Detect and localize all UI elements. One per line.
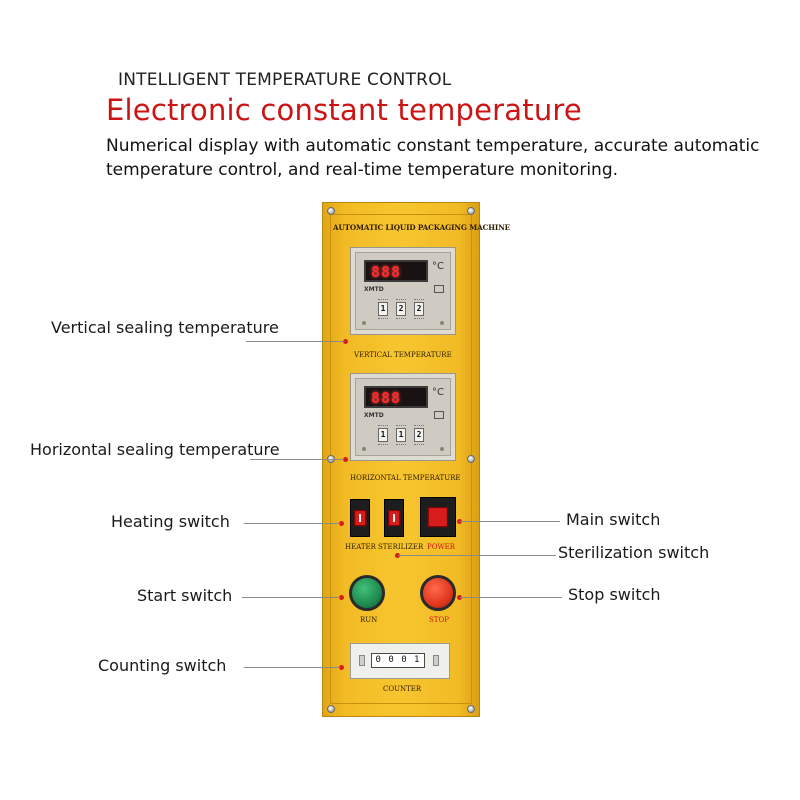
control-panel: AUTOMATIC LIQUID PACKAGING MACHINE 888 °… [322, 202, 511, 717]
callout-dot [457, 519, 462, 524]
callout-horizontal-sealing-temperature: Horizontal sealing temperature [30, 440, 280, 459]
controller-brand: XMTD [364, 412, 384, 419]
leader-line [250, 459, 344, 460]
screw-icon [467, 207, 475, 215]
setpoint-dial[interactable]: 2 [414, 428, 424, 442]
header-kicker: INTELLIGENT TEMPERATURE CONTROL [118, 70, 452, 90]
callout-heating-switch: Heating switch [111, 512, 230, 531]
led-readout: 888 [371, 389, 402, 407]
sterilizer-label: STERILIZER [378, 543, 424, 551]
controller-face: 888 °C XMTD 1 1 2 [355, 378, 451, 456]
stop-label: STOP [429, 616, 449, 624]
led-display: 888 [364, 260, 428, 282]
vertical-temperature-label: VERTICAL TEMPERATURE [354, 351, 452, 359]
callout-dot [395, 553, 400, 558]
callout-dot [343, 339, 348, 344]
counter[interactable]: 0 0 0 1 [350, 643, 450, 679]
header-title: Electronic constant temperature [106, 93, 582, 127]
vertical-temperature-controller[interactable]: 888 °C XMTD 1 2 2 [350, 247, 456, 335]
leader-line [398, 555, 556, 556]
leader-line [242, 597, 340, 598]
led-readout: 888 [371, 263, 402, 281]
screw-icon [467, 705, 475, 713]
switch-lamp-icon [427, 507, 449, 527]
sterilizer-switch[interactable] [384, 499, 404, 537]
callout-dot [343, 457, 348, 462]
brand-logo-icon [434, 411, 444, 419]
leader-line [460, 597, 562, 598]
indicator-icon [440, 321, 444, 325]
horizontal-temperature-controller[interactable]: 888 °C XMTD 1 1 2 [350, 373, 456, 461]
setpoint-dial[interactable]: 1 [396, 428, 406, 442]
leader-line [246, 341, 344, 342]
run-label: RUN [360, 616, 378, 624]
stop-button[interactable] [420, 575, 456, 611]
setpoint-dials[interactable]: 1 2 2 [374, 299, 432, 321]
leader-line [460, 521, 560, 522]
setpoint-dial[interactable]: 1 [378, 428, 388, 442]
led-display: 888 [364, 386, 428, 408]
setpoint-dial[interactable]: 2 [396, 302, 406, 316]
power-switch[interactable] [420, 497, 456, 537]
callout-dot [339, 595, 344, 600]
screw-icon [327, 207, 335, 215]
celsius-unit: °C [432, 261, 444, 272]
celsius-unit: °C [432, 387, 444, 398]
leader-line [244, 667, 340, 668]
callout-stop-switch: Stop switch [568, 585, 661, 604]
screw-icon [467, 455, 475, 463]
screw-icon [327, 705, 335, 713]
setpoint-dial[interactable]: 1 [378, 302, 388, 316]
callout-dot [457, 595, 462, 600]
callout-main-switch: Main switch [566, 510, 661, 529]
counter-digits: 0 0 0 1 [371, 653, 425, 668]
header-description: Numerical display with automatic constan… [106, 136, 760, 180]
callout-dot [339, 521, 344, 526]
setpoint-dial[interactable]: 2 [414, 302, 424, 316]
brand-logo-icon [434, 285, 444, 293]
heater-switch[interactable] [350, 499, 370, 537]
callout-sterilization-switch: Sterilization switch [558, 543, 710, 562]
setpoint-dials[interactable]: 1 1 2 [374, 425, 432, 447]
leader-line [244, 523, 340, 524]
run-button[interactable] [349, 575, 385, 611]
power-label: POWER [427, 543, 456, 551]
indicator-icon [440, 447, 444, 451]
indicator-icon [362, 447, 366, 451]
controller-face: 888 °C XMTD 1 2 2 [355, 252, 451, 330]
heater-label: HEATER [345, 543, 376, 551]
callout-start-switch: Start switch [137, 586, 233, 605]
horizontal-temperature-label: HORIZONTAL TEMPERATURE [350, 474, 461, 482]
controller-brand: XMTD [364, 286, 384, 293]
callout-counting-switch: Counting switch [98, 656, 227, 675]
counter-label: COUNTER [383, 685, 422, 693]
panel-title: AUTOMATIC LIQUID PACKAGING MACHINE [333, 223, 511, 232]
callout-dot [339, 665, 344, 670]
indicator-icon [362, 321, 366, 325]
callout-vertical-sealing-temperature: Vertical sealing temperature [51, 318, 279, 337]
